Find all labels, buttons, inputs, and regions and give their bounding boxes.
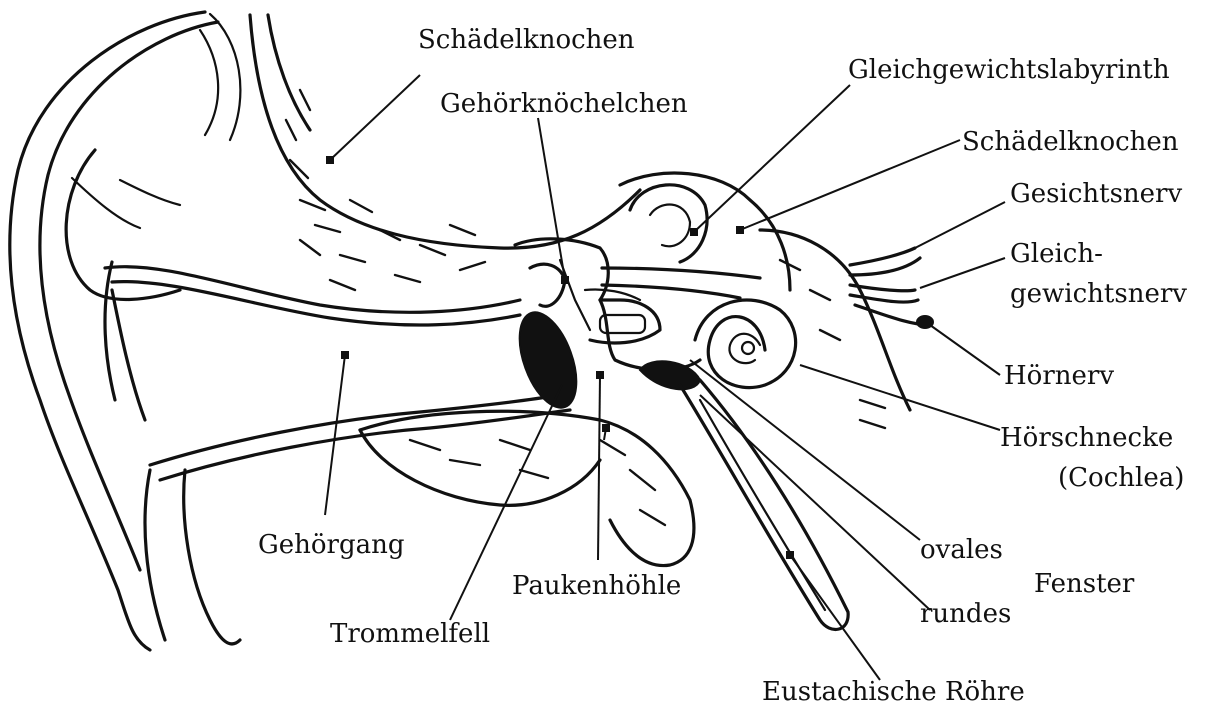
label-rundes: rundes: [920, 599, 1011, 629]
skull-bone-upper: [250, 15, 640, 290]
label-hoerschnecke-line2: (Cochlea): [1058, 463, 1184, 493]
label-schaedelknochen-right: Schädelknochen: [962, 127, 1179, 157]
inner-ear: [602, 173, 910, 428]
label-gleichgewichtsnerv-line1: Gleich-: [1010, 239, 1103, 269]
ear-canal: [105, 267, 570, 480]
labels: Schädelknochen Gleichgewichtslabyrinth G…: [258, 25, 1187, 707]
label-hoerschnecke-line1: Hörschnecke: [1000, 423, 1173, 453]
label-fenster: Fenster: [1034, 569, 1135, 599]
label-gleichgewichtslabyrinth: Gleichgewichtslabyrinth: [848, 55, 1170, 85]
label-hoernerv: Hörnerv: [1004, 361, 1114, 391]
tympanic-cavity: [360, 411, 694, 565]
label-gesichtsnerv: Gesichtsnerv: [1010, 179, 1182, 209]
label-schaedelknochen-top: Schädelknochen: [418, 25, 635, 55]
cochlea-spiral: [695, 300, 796, 388]
eardrum-shape: [508, 305, 587, 415]
label-gleichgewichtsnerv-line2: gewichtsnerv: [1010, 279, 1187, 309]
label-paukenhoehle: Paukenhöhle: [512, 571, 681, 601]
label-trommelfell: Trommelfell: [330, 619, 490, 649]
label-gehoergang: Gehörgang: [258, 530, 405, 560]
outer-ear-pinna: [10, 12, 241, 650]
label-ovales: ovales: [920, 535, 1003, 565]
label-eustachische-roehre: Eustachische Röhre: [762, 677, 1025, 707]
label-gehoerknoechelchen: Gehörknöchelchen: [440, 89, 688, 119]
